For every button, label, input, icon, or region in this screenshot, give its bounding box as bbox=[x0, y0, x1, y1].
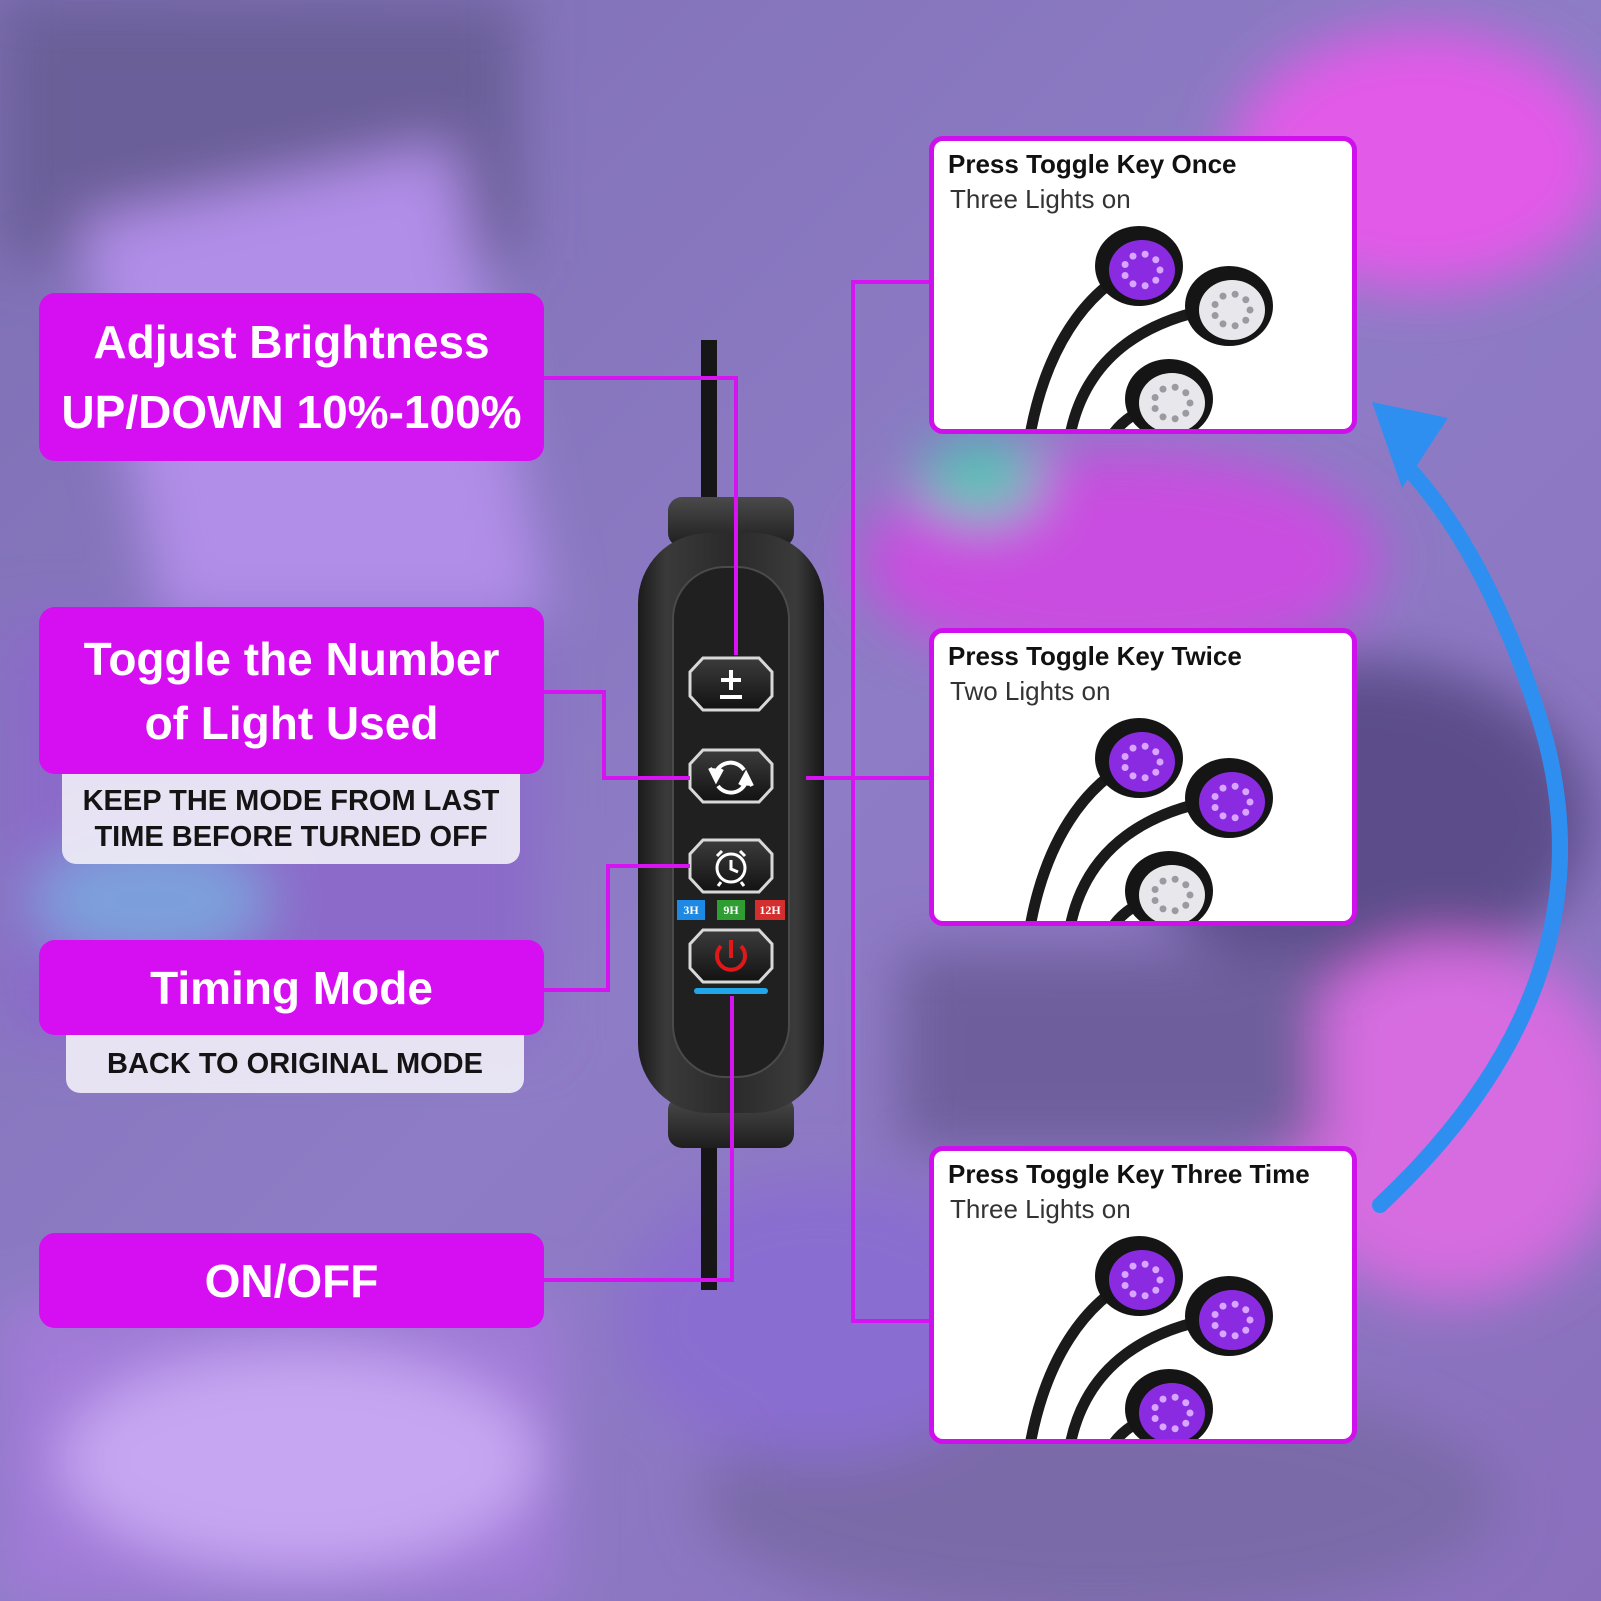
toggle-note-line2: TIME BEFORE TURNED OFF bbox=[94, 821, 488, 853]
alarm-clock-icon bbox=[715, 849, 747, 887]
card-title: Press Toggle Key Once bbox=[948, 149, 1237, 179]
right-connectors bbox=[806, 280, 929, 1323]
toggle-label-line1: Toggle the Number bbox=[83, 632, 500, 685]
lamp-head-purple bbox=[1185, 758, 1273, 838]
lamp-head-white bbox=[1125, 851, 1213, 921]
lamp-head-white bbox=[1185, 266, 1273, 346]
toggle-arrows-icon bbox=[708, 760, 754, 795]
card-title: Press Toggle Key Three Time bbox=[948, 1159, 1310, 1189]
timer-badge-label-12h: 12H bbox=[759, 903, 781, 917]
timer-badge-3h bbox=[677, 900, 705, 920]
lamp-illustration bbox=[1025, 1236, 1273, 1439]
timer-badges bbox=[677, 900, 785, 920]
timer-badge-label-3h: 3H bbox=[683, 903, 699, 917]
timer-badge-9h bbox=[717, 900, 745, 920]
mode-card-three: Press Toggle Key Three Time Three Lights… bbox=[929, 1146, 1357, 1444]
brightness-label-line1: Adjust Brightness bbox=[93, 316, 490, 368]
toggle-button[interactable] bbox=[688, 748, 774, 804]
timer-button[interactable] bbox=[688, 838, 774, 894]
lamp-head-purple bbox=[1095, 1236, 1183, 1316]
lamp-illustration bbox=[1025, 718, 1273, 921]
card-subtitle: Three Lights on bbox=[950, 184, 1131, 214]
card-subtitle: Two Lights on bbox=[950, 676, 1111, 706]
plus-minus-icon bbox=[720, 670, 742, 699]
lamp-illustration bbox=[1025, 226, 1273, 429]
timing-label-line1: Timing Mode bbox=[150, 961, 433, 1014]
lamp-head-purple bbox=[1125, 1369, 1213, 1439]
power-indicator-bar bbox=[694, 988, 768, 994]
left-connectors bbox=[543, 376, 738, 1282]
timing-note-line1: BACK TO ORIGINAL MODE bbox=[107, 1048, 483, 1080]
cable-bottom bbox=[701, 1140, 717, 1290]
toggle-label-line2: of Light Used bbox=[144, 696, 439, 749]
timer-badge-label-9h: 9H bbox=[723, 903, 739, 917]
lamp-head-purple bbox=[1095, 718, 1183, 798]
power-label-line1: ON/OFF bbox=[204, 1254, 379, 1307]
cable-top bbox=[701, 340, 717, 500]
toggle-label: Toggle the Number of Light Used bbox=[39, 607, 544, 774]
mode-card-twice: Press Toggle Key Twice Two Lights on bbox=[929, 628, 1357, 926]
brightness-button[interactable] bbox=[688, 656, 774, 712]
lamp-head-white bbox=[1125, 359, 1213, 429]
lamp-head-purple bbox=[1185, 1276, 1273, 1356]
lamp-head-purple bbox=[1095, 226, 1183, 306]
card-subtitle: Three Lights on bbox=[950, 1194, 1131, 1224]
card-title: Press Toggle Key Twice bbox=[948, 641, 1242, 671]
power-button[interactable] bbox=[688, 928, 774, 984]
power-icon bbox=[715, 940, 747, 972]
brightness-label-line2: UP/DOWN 10%-100% bbox=[61, 386, 522, 438]
toggle-note: KEEP THE MODE FROM LAST TIME BEFORE TURN… bbox=[62, 774, 520, 864]
mode-card-once: Press Toggle Key Once Three Lights on bbox=[929, 136, 1357, 434]
toggle-note-line1: KEEP THE MODE FROM LAST bbox=[82, 785, 500, 817]
cycle-arrow bbox=[1372, 402, 1568, 1213]
power-label: ON/OFF bbox=[39, 1233, 544, 1328]
timing-note: BACK TO ORIGINAL MODE bbox=[66, 1035, 524, 1093]
timing-label: Timing Mode bbox=[39, 940, 544, 1035]
brightness-label: Adjust Brightness UP/DOWN 10%-100% bbox=[39, 293, 544, 461]
timer-badge-12h bbox=[755, 900, 785, 920]
